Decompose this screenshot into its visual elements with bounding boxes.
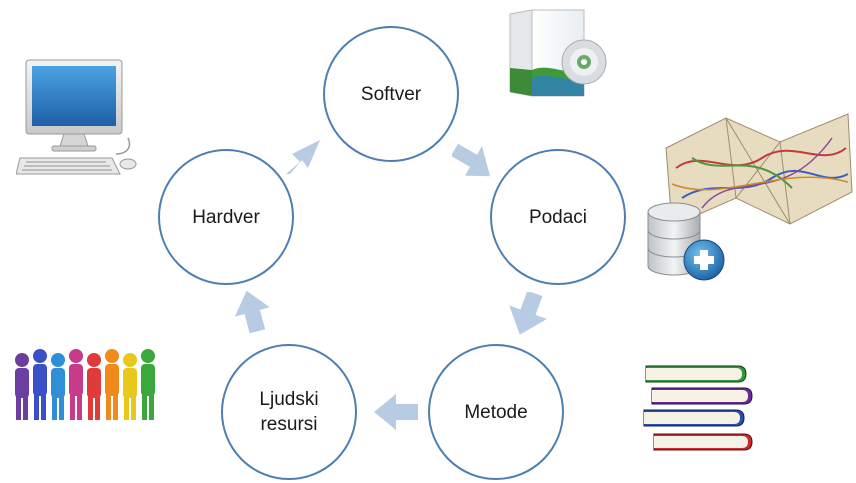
- node-podaci: Podaci: [490, 149, 626, 285]
- arrow-softver-to-podaci: [452, 143, 491, 177]
- computer-icon: [16, 59, 137, 175]
- map-icon: [665, 113, 853, 227]
- node-hardver: Hardver: [158, 149, 294, 285]
- node-softver: Softver: [323, 26, 459, 162]
- node-metode-label: Metode: [464, 401, 528, 423]
- node-podaci-label: Podaci: [528, 206, 588, 228]
- node-ljudski-label-line2: resursi: [260, 414, 318, 435]
- node-ljudski-resursi: Ljudski resursi: [221, 344, 357, 480]
- database-add-icon: [647, 202, 725, 281]
- arrow-metode-to-ljudski: [374, 394, 418, 430]
- people-group-icon: [15, 349, 155, 420]
- books-stack-icon: [643, 365, 753, 451]
- node-ljudski-label-line1: Ljudski: [259, 389, 319, 410]
- arrow-hardver-to-softver: [286, 140, 320, 174]
- node-hardver-label: Hardver: [192, 206, 260, 228]
- node-softver-label: Softver: [360, 83, 422, 105]
- arrow-podaci-to-metode: [509, 292, 547, 335]
- arrow-ljudski-to-hardver: [234, 290, 270, 334]
- node-metode: Metode: [428, 344, 564, 480]
- software-box-icon: [509, 9, 607, 97]
